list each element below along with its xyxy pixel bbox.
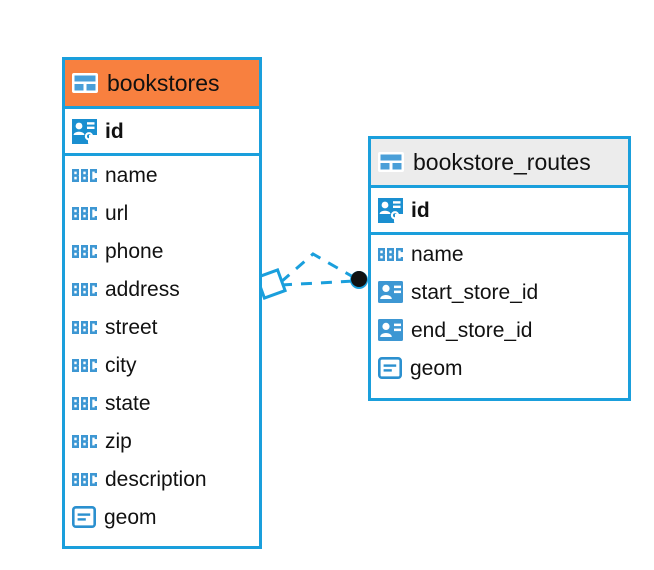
field-name-phone: phone <box>105 239 164 263</box>
relationship-endpoint-icon <box>350 271 368 289</box>
entity-header-bookstore-routes[interactable]: bookstore_routes <box>371 139 628 188</box>
relationship-line-lower <box>280 279 356 287</box>
table-icon <box>378 152 404 172</box>
abc-icon <box>72 282 97 296</box>
field-row-address[interactable]: address <box>65 270 259 308</box>
relationship-line-upper <box>280 252 356 284</box>
relationship-connector[interactable] <box>255 240 380 320</box>
field-name-name: name <box>411 242 464 266</box>
field-name-url: url <box>105 201 129 225</box>
field-row-description[interactable]: description <box>65 460 259 498</box>
geometry-icon <box>378 357 402 379</box>
field-row-zip[interactable]: zip <box>65 422 259 460</box>
field-name-end-store-id: end_store_id <box>411 318 533 342</box>
foreign-key-icon <box>378 319 403 341</box>
field-name-address: address <box>105 277 180 301</box>
abc-icon <box>72 320 97 334</box>
field-row-street[interactable]: street <box>65 308 259 346</box>
field-name-zip: zip <box>105 429 132 453</box>
field-row-name[interactable]: name <box>65 156 259 194</box>
field-name-geom: geom <box>410 356 463 380</box>
entity-title-bookstore-routes: bookstore_routes <box>413 148 591 175</box>
field-name-state: state <box>105 391 151 415</box>
abc-icon <box>72 244 97 258</box>
field-row-state[interactable]: state <box>65 384 259 422</box>
geometry-icon <box>72 506 96 528</box>
primary-key-icon <box>378 197 403 223</box>
field-row-id[interactable]: id <box>371 188 628 232</box>
field-name-id: id <box>105 119 124 143</box>
field-row-name[interactable]: name <box>371 235 628 273</box>
field-name-city: city <box>105 353 137 377</box>
abc-icon <box>72 434 97 448</box>
abc-icon <box>72 396 97 410</box>
abc-icon <box>72 206 97 220</box>
field-row-end-store-id[interactable]: end_store_id <box>371 311 628 349</box>
foreign-key-icon <box>378 281 403 303</box>
entity-bookstores[interactable]: bookstores id name url phone address street c… <box>62 57 262 549</box>
field-row-geom[interactable]: geom <box>371 349 628 387</box>
field-name-start-store-id: start_store_id <box>411 280 539 304</box>
table-icon <box>72 73 98 93</box>
field-row-id[interactable]: id <box>65 109 259 153</box>
field-name-name: name <box>105 163 158 187</box>
abc-icon <box>72 168 97 182</box>
field-row-geom[interactable]: geom <box>65 498 259 536</box>
field-name-street: street <box>105 315 158 339</box>
field-row-city[interactable]: city <box>65 346 259 384</box>
abc-icon <box>378 247 403 261</box>
field-row-phone[interactable]: phone <box>65 232 259 270</box>
primary-key-section-bookstores: id <box>65 109 259 156</box>
field-name-geom: geom <box>104 505 157 529</box>
entity-title-bookstores: bookstores <box>107 69 220 96</box>
field-row-start-store-id[interactable]: start_store_id <box>371 273 628 311</box>
field-name-id: id <box>411 198 430 222</box>
entity-header-bookstores[interactable]: bookstores <box>65 60 259 109</box>
abc-icon <box>72 472 97 486</box>
abc-icon <box>72 358 97 372</box>
field-row-url[interactable]: url <box>65 194 259 232</box>
primary-key-section-bookstore-routes: id <box>371 188 628 235</box>
primary-key-icon <box>72 118 97 144</box>
field-name-description: description <box>105 467 207 491</box>
field-list-bookstores: name url phone address street city state zip des… <box>65 156 259 536</box>
